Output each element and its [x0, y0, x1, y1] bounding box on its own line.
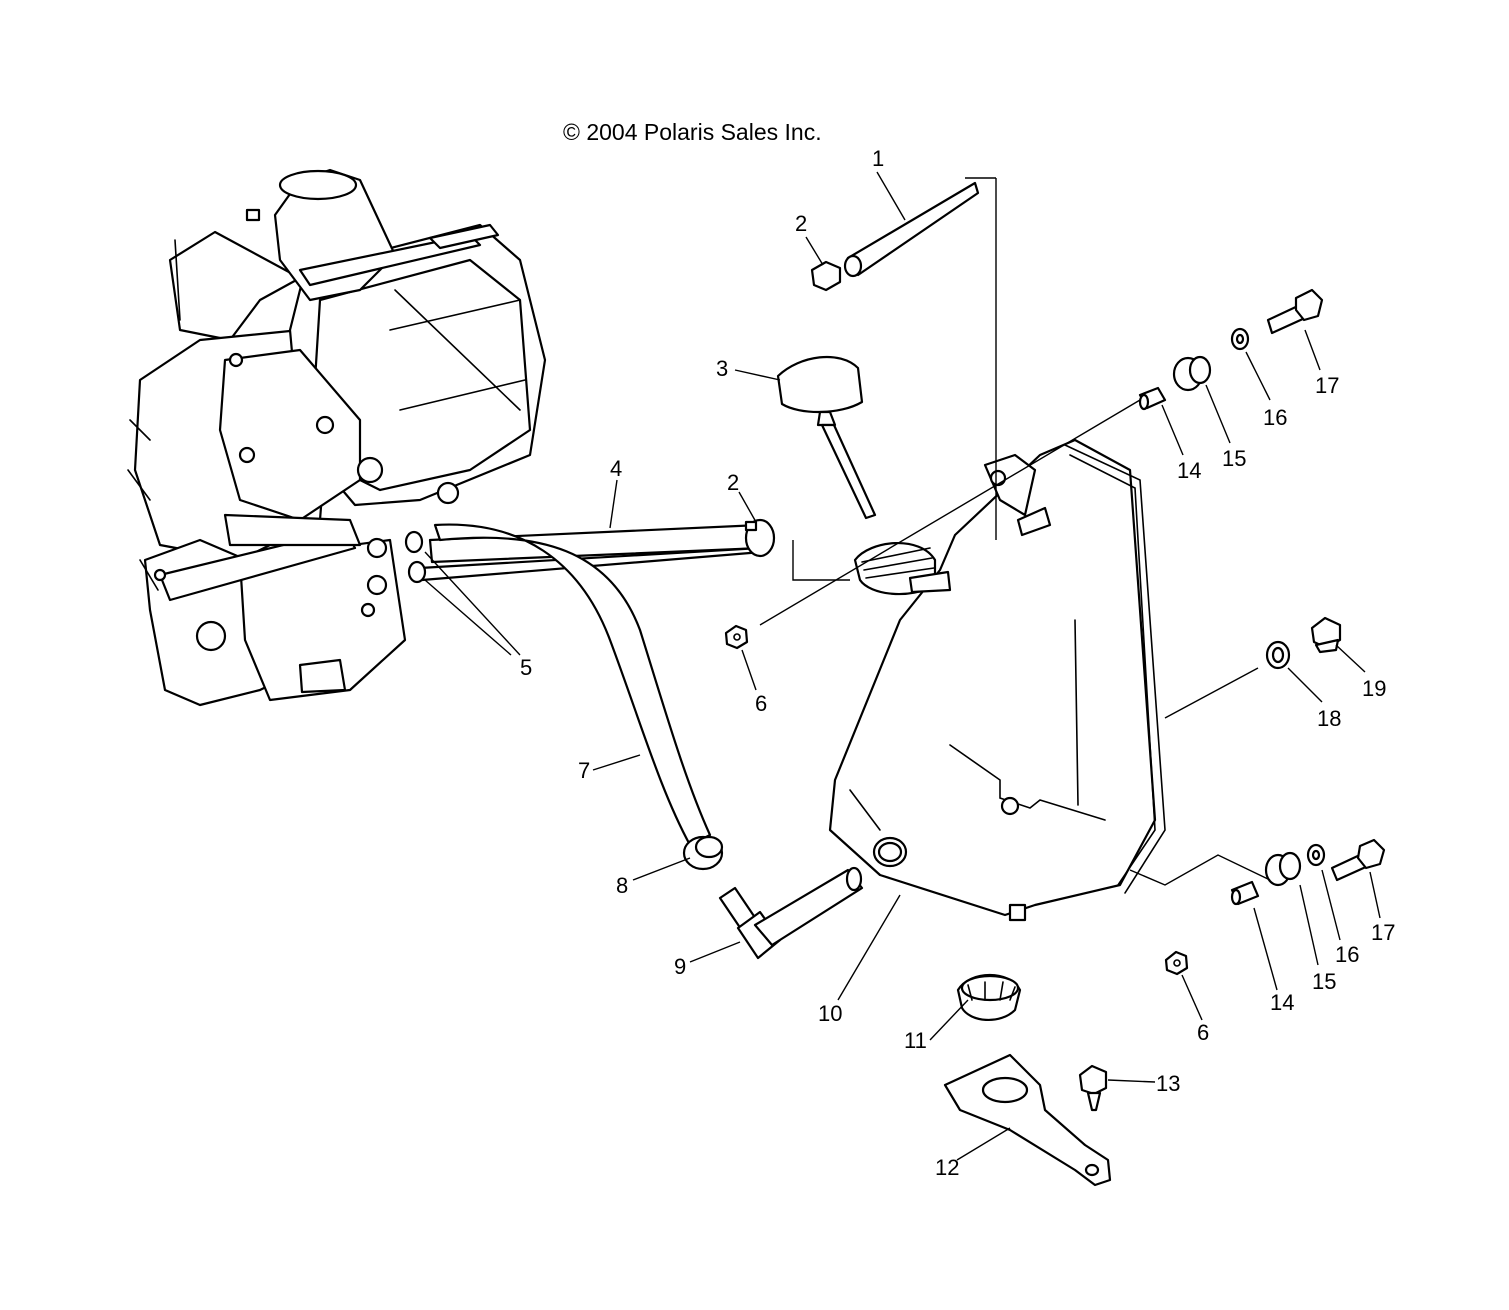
callout-14-lower: 14 — [1270, 990, 1294, 1015]
grommet-15-lower — [1264, 851, 1302, 887]
spacer-14-lower — [1230, 880, 1260, 906]
callout-9: 9 — [674, 954, 686, 979]
elbow-fitting-9 — [718, 866, 864, 960]
bolt-17-upper — [1266, 288, 1324, 335]
callout-16-upper: 16 — [1263, 405, 1287, 430]
engine-assembly — [127, 168, 547, 707]
callout-19: 19 — [1362, 676, 1386, 701]
callout-4: 4 — [610, 456, 622, 481]
callout-labels: 1 2 3 4 2 5 6 7 8 9 10 11 12 13 14 15 16… — [520, 146, 1395, 1180]
callout-17-upper: 17 — [1315, 373, 1339, 398]
callout-15-lower: 15 — [1312, 969, 1336, 994]
hose-clamp-5-lower — [407, 560, 427, 584]
callout-3: 3 — [716, 356, 728, 381]
hose-clamp-5-upper — [404, 530, 424, 554]
callout-6-lower: 6 — [1197, 1020, 1209, 1045]
leader-lines — [424, 171, 1381, 1161]
drain-hose-7 — [433, 523, 712, 847]
hose-clamp-8 — [682, 835, 724, 871]
callout-13: 13 — [1156, 1071, 1180, 1096]
copyright-notice: © 2004 Polaris Sales Inc. — [563, 119, 822, 145]
oil-tank-10 — [828, 438, 1166, 922]
callout-1: 1 — [872, 146, 884, 171]
fitting-19 — [1310, 616, 1342, 654]
dipstick-3 — [776, 355, 877, 520]
callout-2-upper: 2 — [795, 211, 807, 236]
callout-12: 12 — [935, 1155, 959, 1180]
callout-8: 8 — [616, 873, 628, 898]
callout-6-upper: 6 — [755, 691, 767, 716]
bolt-17-lower — [1330, 838, 1386, 882]
callout-18: 18 — [1317, 706, 1341, 731]
nut-6-upper — [724, 624, 749, 650]
callout-2-lower: 2 — [727, 470, 739, 495]
callout-5: 5 — [520, 655, 532, 680]
spacer-14-upper — [1138, 386, 1167, 411]
nut-6-lower — [1164, 950, 1189, 976]
washer-18 — [1265, 640, 1291, 670]
vent-hose-1 — [843, 181, 980, 278]
bolt-13 — [1078, 1064, 1108, 1112]
callout-11: 11 — [904, 1028, 927, 1053]
callout-15-upper: 15 — [1222, 446, 1246, 471]
washer-16-lower — [1306, 843, 1326, 867]
callout-14-upper: 14 — [1177, 458, 1201, 483]
callout-17-lower: 17 — [1371, 920, 1395, 945]
callout-7: 7 — [578, 758, 590, 783]
callout-16-lower: 16 — [1335, 942, 1359, 967]
mounting-bracket-12 — [943, 1053, 1112, 1187]
washer-16-upper — [1230, 327, 1250, 351]
callout-10: 10 — [818, 1001, 842, 1026]
grommet-11 — [956, 973, 1022, 1022]
hose-clamp-2-upper — [810, 260, 842, 292]
grommet-15-upper — [1172, 355, 1212, 392]
hose-clamp-2-lower — [744, 518, 776, 558]
